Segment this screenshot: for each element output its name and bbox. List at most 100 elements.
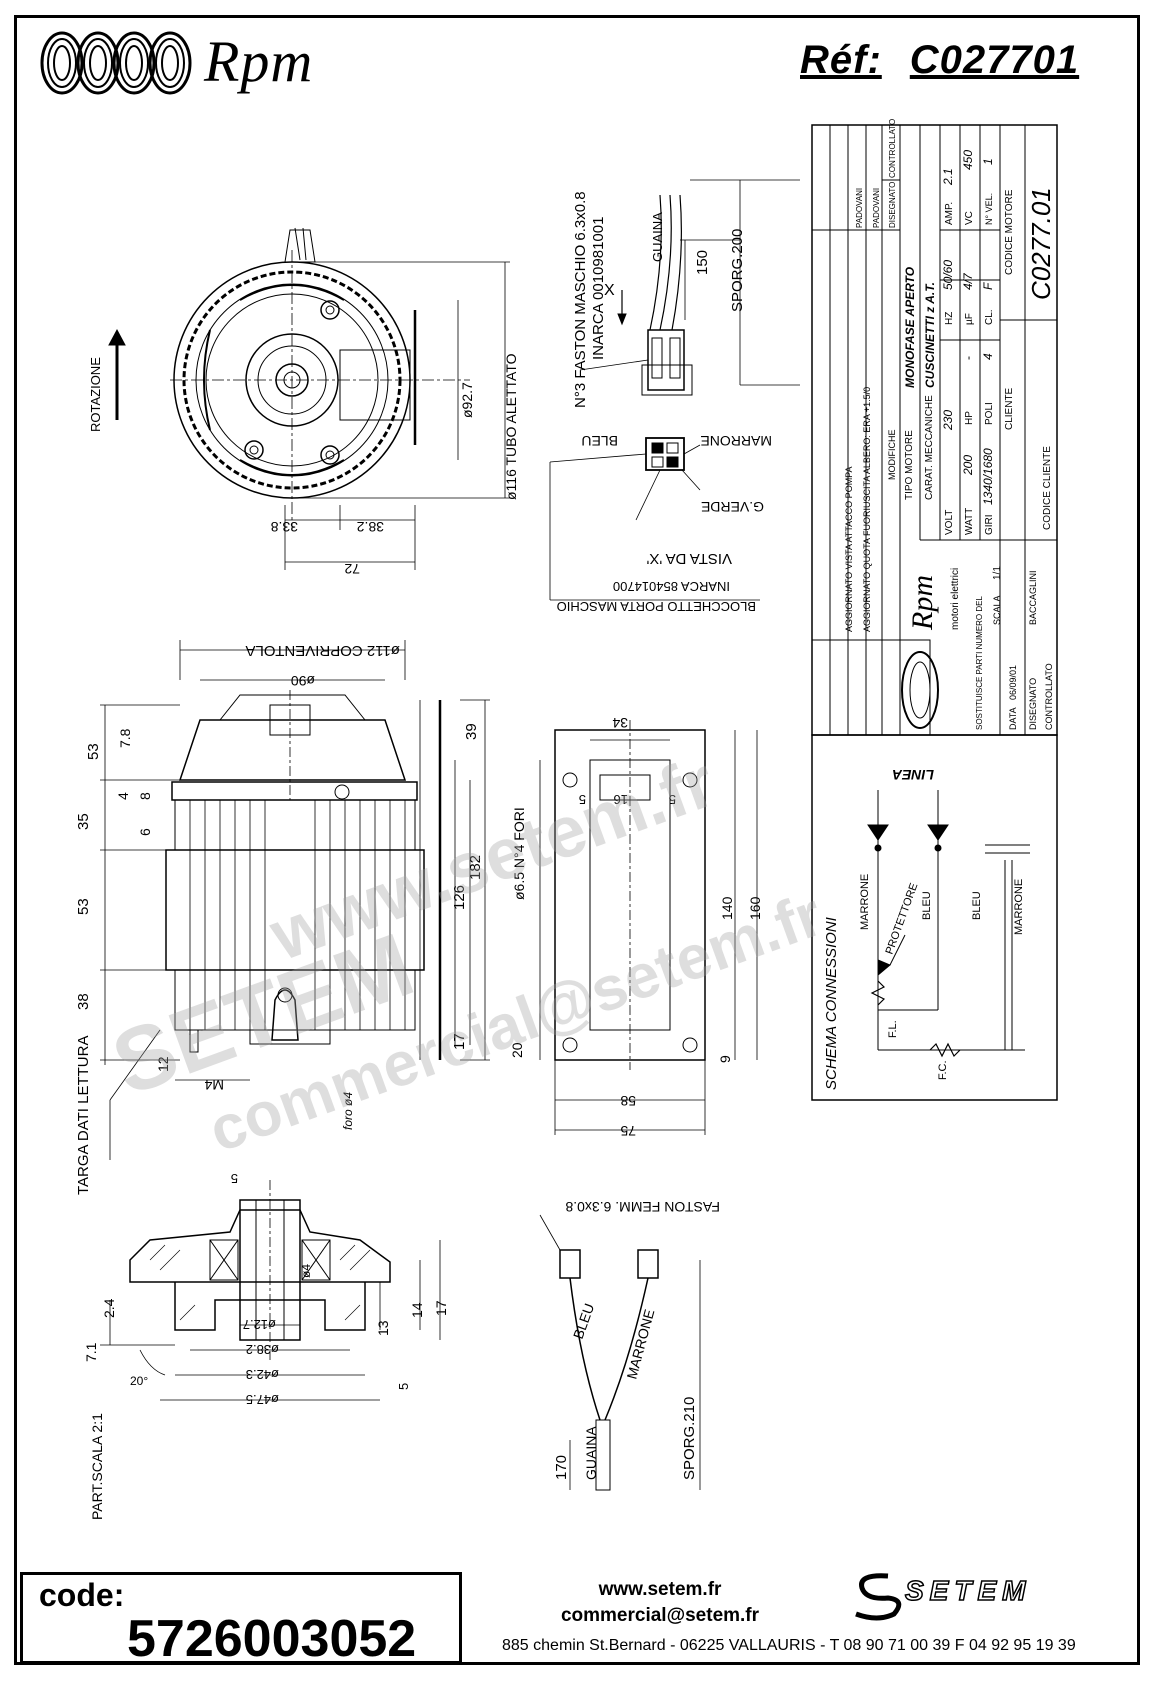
- dim-38-2: 38.2: [357, 519, 384, 535]
- website-link[interactable]: www.setem.fr: [598, 1579, 722, 1600]
- setem-swirl-icon: [855, 1573, 902, 1621]
- side-view: [100, 640, 490, 1160]
- faston-sporg: SPORG.200: [729, 229, 746, 312]
- schema-linea: LINEA: [892, 767, 934, 783]
- detail-d38-2: ø38.2: [246, 1342, 279, 1357]
- rev7-text: AGGIORNATO VISTA ATTACCO POMPA: [844, 466, 854, 632]
- schema-fl: F.L.: [887, 1020, 899, 1038]
- cl-label: CL.: [984, 309, 995, 325]
- detail-5: 5: [396, 1383, 411, 1390]
- email-link[interactable]: commercial@setem.fr: [560, 1605, 760, 1626]
- rotation-label: ROTAZIONE: [88, 357, 103, 432]
- dim-126: 126: [451, 885, 468, 910]
- rpm-logo: [40, 31, 192, 95]
- vc-value: 450: [961, 150, 975, 170]
- fin-tube-label: ø116 TUBO ALETTATO: [503, 353, 519, 500]
- dim-33-8: 33.8: [271, 519, 298, 535]
- cliente-label: CLIENTE: [1004, 387, 1015, 430]
- inner-diameter-label: ø92.7: [459, 382, 475, 418]
- controllato-label: CONTROLLATO: [1044, 663, 1054, 730]
- brand-name: Rpm: [204, 29, 314, 94]
- scala-label: SCALA: [992, 595, 1002, 625]
- giri-label: GIRI: [984, 514, 995, 535]
- dim-35: 35: [75, 813, 92, 830]
- faston-female-label: FASTON FEMM. 6.3x0.8: [565, 1199, 720, 1215]
- poli-value: 4: [981, 353, 995, 360]
- title-block-brand: Rpm: [906, 575, 939, 631]
- detail-17: 17: [433, 1300, 449, 1316]
- detail-7-1: 7.1: [83, 1342, 99, 1362]
- lead-sporg: SPORG.210: [681, 1397, 698, 1480]
- schema-marrone: MARRONE: [859, 874, 871, 930]
- rev6-text: AGGIORNATO QUOTA FUORIUSCITA ALBERO: ERA…: [862, 387, 872, 632]
- view-from-x: VISTA DA 'X': [646, 550, 732, 567]
- plate-dim-140: 140: [719, 896, 735, 920]
- codice-motore-value: C0277.01: [1026, 187, 1056, 300]
- vel-value: 1: [981, 158, 995, 165]
- hp-value: -: [961, 356, 975, 360]
- tipo-label: TIPO MOTORE: [904, 430, 915, 500]
- plate-dim-5a: 5: [579, 792, 586, 807]
- dim-8: 8: [137, 792, 153, 800]
- volt-label: VOLT: [944, 510, 955, 535]
- view-x-marker: X: [604, 282, 615, 299]
- scala-value: 1/1: [992, 566, 1003, 580]
- vel-label: N° VEL.: [984, 193, 994, 225]
- dim-38-side: 38: [75, 993, 92, 1010]
- block-bleu: BLEU: [581, 433, 618, 449]
- top-view: [108, 227, 510, 570]
- plate-dim-75: 75: [620, 1123, 636, 1139]
- address: 885 chemin St.Bernard - 06225 VALLAURIS …: [502, 1637, 1076, 1654]
- plate-dim-20: 20: [509, 1042, 525, 1058]
- plate-dim-160: 160: [747, 896, 763, 920]
- detail-shaft-5: 5: [231, 1171, 238, 1186]
- disegnato-head: DISEGNATO: [888, 182, 897, 228]
- hz-label: HZ: [944, 312, 955, 325]
- schema-title: SCHEMA CONNESSIONI: [823, 917, 840, 1090]
- modifiche: MODIFICHE: [887, 430, 897, 481]
- fan-cover-label: ø112 COPRIVENTOLA: [246, 642, 401, 659]
- ref-value: C027701: [909, 38, 1080, 82]
- faston-guaina: GUAINA: [650, 212, 665, 262]
- detail-d47-5: ø47.5: [246, 1392, 279, 1407]
- schema-bleu: BLEU: [921, 891, 933, 920]
- carat-value: CUSCINETTI z A.T.: [923, 282, 937, 388]
- dim-12: 12: [155, 1056, 171, 1072]
- drawing-frame: [14, 15, 1140, 1665]
- data-plate-label: TARGA DATI LETTURA: [75, 1036, 92, 1195]
- code-value: 5726003052: [127, 1610, 417, 1668]
- block-code: INARCA 854014700: [613, 579, 730, 594]
- schema-fc: F.C.: [937, 1060, 949, 1080]
- uf-value: 4/7: [961, 272, 975, 290]
- code-box: code: 5726003052: [20, 1572, 462, 1668]
- hole-d4: foro ø4: [341, 1092, 355, 1130]
- uf-label: µF: [964, 313, 975, 325]
- faston-female-lead: [539, 1214, 701, 1491]
- detail-d4: ø4: [299, 1264, 313, 1278]
- block-label: BLOCCHETTO PORTA MASCHIO: [557, 599, 756, 614]
- faston-male-label: N°3 FASTON MASCHIO 6.3x0.8: [572, 191, 589, 408]
- detail-14: 14: [409, 1302, 425, 1318]
- cl-value: F: [981, 282, 995, 290]
- padovani-2: PADOVANI: [872, 188, 881, 228]
- reference: Réf:C027701: [800, 38, 1079, 83]
- schema-marrone-2: MARRONE: [1013, 879, 1025, 935]
- detail-2-4: 2.4: [101, 1298, 117, 1318]
- detail-d42-3: ø42.3: [246, 1367, 279, 1382]
- disegnato-label: DISEGNATO: [1028, 678, 1038, 730]
- plate-dim-16: 16: [614, 792, 628, 807]
- thread-m4: M4: [204, 1077, 224, 1093]
- setem-logo: SETEM: [904, 1574, 1032, 1607]
- dim-6: 6: [137, 828, 153, 836]
- giri-value: 1340/1680: [981, 448, 995, 505]
- schema-protettore: PROTETTORE: [884, 881, 921, 956]
- data-value: 06/09/01: [1008, 665, 1018, 700]
- data-label: DATA: [1008, 707, 1018, 730]
- controllato-head: CONTROLLATO: [888, 119, 897, 178]
- faston-inarca-code: INARCA 0010981001: [590, 217, 607, 360]
- title-block-brand-sub: motori elettrici: [950, 568, 961, 630]
- dim-53-top: 53: [85, 743, 102, 760]
- padovani-1: PADOVANI: [855, 188, 864, 228]
- plate-dim-34: 34: [612, 715, 628, 731]
